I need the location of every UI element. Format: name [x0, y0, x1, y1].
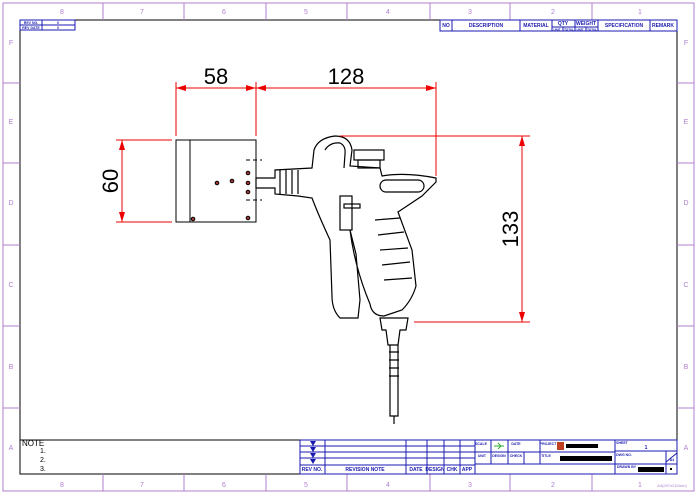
drawn-by-label: DRAWN BY	[617, 465, 637, 469]
svg-text:TOTAL: TOTAL	[564, 28, 574, 32]
bom-header-table: NO DESCRIPTION MATERIAL QTY WEIGHT UNIT …	[439, 19, 678, 32]
svg-text:APP: APP	[462, 467, 473, 473]
row-labels: F E D C B A F E D C B A	[8, 40, 688, 452]
svg-text:SPECIFICATION: SPECIFICATION	[605, 23, 644, 29]
logo-icon	[494, 442, 504, 450]
svg-text:WEIGHT: WEIGHT	[576, 21, 596, 27]
svg-text:DATE: DATE	[511, 442, 521, 446]
svg-text:B: B	[684, 364, 689, 371]
svg-text:E: E	[9, 119, 14, 126]
column-labels-bottom: 8 7 6 5 4 3 2 1 A4(297x210mm)	[60, 482, 687, 489]
revision-info-table: REV NO. 0 REV DATE 0	[19, 19, 76, 31]
svg-text:D: D	[683, 200, 688, 207]
revision-table: REV NO. REVISION NOTE DATE DESIGN CHK AP…	[299, 439, 476, 475]
svg-text:1.: 1.	[40, 448, 46, 455]
svg-text:TOTAL: TOTAL	[587, 28, 597, 32]
dimension-58: 58	[204, 64, 228, 89]
svg-text:1: 1	[638, 9, 642, 16]
svg-text:8: 8	[60, 482, 64, 489]
dimension-60: 60	[98, 169, 123, 193]
dimension-133: 133	[498, 211, 523, 248]
svg-text:NO: NO	[442, 23, 450, 29]
svg-text:8: 8	[60, 9, 64, 16]
svg-text:UNIT: UNIT	[478, 454, 487, 458]
svg-text:NOTE: NOTE	[22, 439, 44, 448]
svg-text:C: C	[683, 282, 688, 289]
svg-text:A4(297x210mm): A4(297x210mm)	[657, 483, 687, 488]
svg-text:UNIT: UNIT	[577, 28, 584, 32]
svg-text:MATERIAL: MATERIAL	[523, 23, 548, 29]
dimension-128: 128	[328, 64, 365, 89]
svg-text:6: 6	[222, 9, 226, 16]
svg-text:4: 4	[386, 9, 390, 16]
column-labels-top: 8 7 6 5 4 3 2 1	[60, 9, 642, 16]
svg-text:DESIGN: DESIGN	[492, 454, 506, 458]
svg-text:6: 6	[222, 482, 226, 489]
svg-text:DESCRIPTION: DESCRIPTION	[469, 23, 504, 29]
svg-text:TITLE: TITLE	[541, 454, 551, 458]
svg-text:REMARK: REMARK	[652, 23, 674, 29]
svg-text:REV NO.: REV NO.	[302, 467, 323, 473]
svg-text:QTY: QTY	[558, 21, 569, 27]
svg-text:3: 3	[468, 9, 472, 16]
svg-text:DWG NO.: DWG NO.	[616, 453, 632, 457]
svg-text:DESIGN: DESIGN	[425, 467, 445, 473]
company-logo	[557, 442, 564, 450]
svg-text:UNIT: UNIT	[554, 28, 561, 32]
svg-text:3.: 3.	[40, 466, 46, 473]
valve-block-part	[175, 139, 262, 223]
svg-text:0: 0	[57, 26, 59, 30]
svg-text:1: 1	[645, 445, 648, 451]
svg-text:0: 0	[57, 21, 59, 25]
svg-text:SHEET: SHEET	[616, 441, 629, 445]
svg-text:B: B	[9, 364, 14, 371]
svg-text:1: 1	[638, 482, 642, 489]
svg-text:2: 2	[551, 482, 555, 489]
svg-text:DATE: DATE	[409, 467, 423, 473]
svg-text:F: F	[684, 40, 688, 47]
svg-text:CHECK: CHECK	[510, 454, 523, 458]
svg-text:D: D	[8, 200, 13, 207]
zone-ticks	[3, 3, 694, 491]
svg-text:5: 5	[304, 482, 308, 489]
svg-text:7: 7	[140, 482, 144, 489]
svg-text:E: E	[684, 119, 689, 126]
svg-text:C: C	[8, 282, 13, 289]
svg-text:F: F	[9, 40, 13, 47]
svg-text:REV NO.: REV NO.	[24, 21, 38, 25]
svg-text:5: 5	[304, 9, 308, 16]
notes: NOTE 1. 2. 3.	[20, 439, 300, 473]
svg-text:7: 7	[140, 9, 144, 16]
svg-text:3: 3	[468, 482, 472, 489]
svg-text:REVISION NOTE: REVISION NOTE	[345, 467, 385, 473]
title-block: SCALE DATE PROJECT UNIT DESIGN CHECK TIT…	[474, 439, 678, 475]
dimension-lines	[116, 82, 530, 323]
svg-text:A: A	[9, 445, 14, 452]
svg-text:REV DATE: REV DATE	[22, 26, 40, 30]
svg-text:PROJECT: PROJECT	[540, 442, 557, 446]
svg-text:SCALE: SCALE	[475, 442, 488, 446]
svg-text:A: A	[684, 445, 689, 452]
svg-text:CHK: CHK	[447, 467, 458, 473]
air-blow-gun-part	[255, 135, 437, 424]
svg-text:2.: 2.	[40, 457, 46, 464]
svg-text:2: 2	[551, 9, 555, 16]
svg-text:A4: A4	[670, 458, 675, 462]
svg-text:4: 4	[386, 482, 390, 489]
